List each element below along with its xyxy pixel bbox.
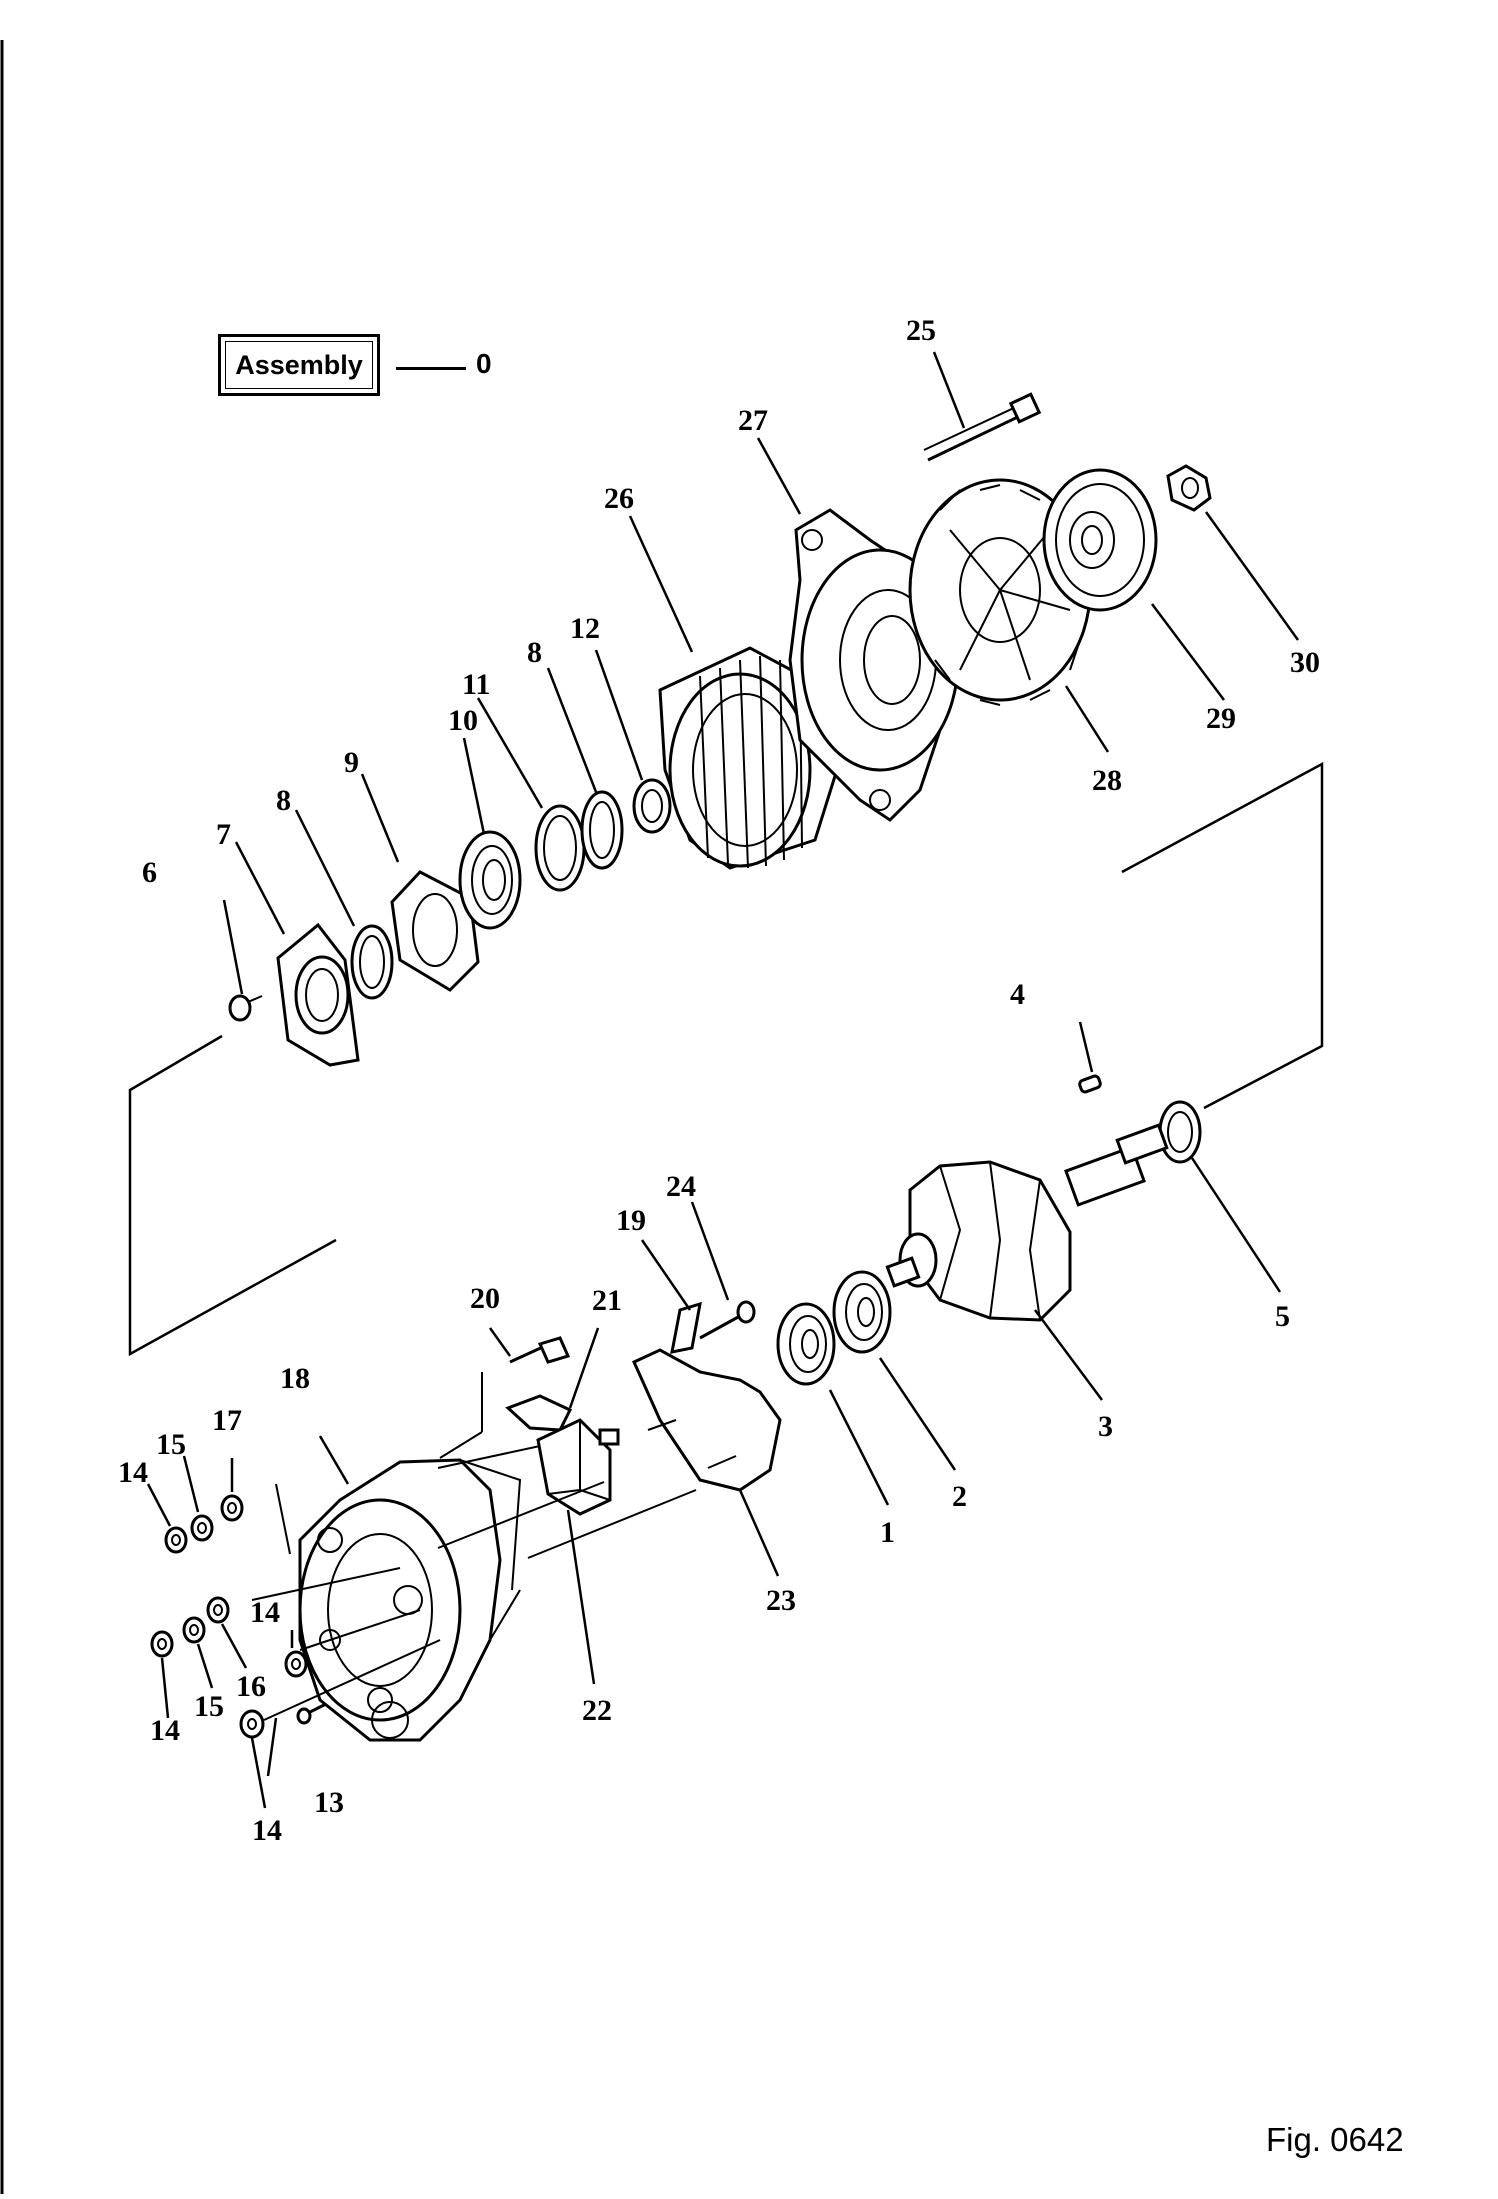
nut-part-14-b [150, 1630, 174, 1658]
plate-part-21 [505, 1394, 573, 1432]
callout-4: 4 [1010, 978, 1025, 1011]
callout-18: 18 [280, 1362, 310, 1395]
bearing-part-1 [776, 1302, 836, 1386]
rear-housing-part-18 [298, 1458, 522, 1742]
nut-part-14-c [284, 1650, 308, 1678]
assembly-label-box: Assembly [218, 334, 380, 396]
retainer-plate-part-7 [276, 922, 360, 1067]
callout-29: 29 [1206, 702, 1236, 735]
callout-14-a: 14 [118, 1456, 148, 1489]
callout-22: 22 [582, 1694, 612, 1727]
callout-26: 26 [604, 482, 634, 515]
pulley-part-29 [1042, 468, 1158, 612]
brush-holder-plate-part-23 [632, 1348, 782, 1492]
callout-15-b: 15 [194, 1690, 224, 1723]
callout-numbers: 1 2 3 4 5 6 7 8 8 9 10 11 12 13 14 14 14… [118, 314, 1320, 1847]
key-part-4 [1078, 1074, 1102, 1094]
screw-part-20 [509, 1336, 571, 1364]
callout-27: 27 [738, 404, 768, 437]
assembly-label: Assembly [225, 341, 373, 389]
bearing-part-10 [458, 830, 522, 930]
nut-part-30 [1166, 464, 1212, 512]
terminal-clip-part-19 [670, 1301, 702, 1354]
callout-13: 13 [314, 1786, 344, 1819]
callout-8-right: 8 [527, 636, 542, 669]
callout-14-c: 14 [150, 1714, 180, 1747]
through-bolt-part-25 [923, 392, 1042, 462]
callout-10: 10 [448, 704, 478, 737]
callout-7: 7 [216, 818, 231, 851]
collar-part-12 [632, 778, 672, 834]
figure-label: Fig. 0642 [1266, 2121, 1404, 2158]
bolt-part-6 [228, 994, 263, 1022]
callout-2: 2 [952, 1480, 967, 1513]
callout-6: 6 [142, 856, 157, 889]
spacer-part-5 [1158, 1100, 1202, 1164]
assembly-guide-lines [128, 761, 1324, 1721]
callout-24: 24 [666, 1170, 696, 1203]
callout-14-b: 14 [250, 1596, 280, 1629]
washer-part-15-b [182, 1616, 206, 1644]
callout-3: 3 [1098, 1410, 1113, 1443]
nut-part-14-a [164, 1526, 188, 1554]
bearing-part-2 [832, 1270, 892, 1354]
regulator-part-22 [536, 1418, 620, 1516]
callout-21: 21 [592, 1284, 622, 1317]
callout-28: 28 [1092, 764, 1122, 797]
callout-23: 23 [766, 1584, 796, 1617]
leader-lines [146, 351, 1300, 1809]
ring-part-8-left [350, 924, 394, 1000]
callout-5: 5 [1275, 1300, 1290, 1333]
assembly-dash [396, 367, 466, 370]
callout-15-a: 15 [156, 1428, 186, 1461]
washer-part-11 [534, 804, 586, 892]
nut-part-17 [220, 1494, 244, 1522]
callout-1: 1 [880, 1516, 895, 1549]
rotor-part-3 [885, 1123, 1169, 1322]
insulator-part-16 [206, 1596, 230, 1624]
callout-20: 20 [470, 1282, 500, 1315]
washer-part-15-a [190, 1514, 214, 1542]
callout-11: 11 [462, 668, 490, 701]
callout-17: 17 [212, 1404, 242, 1437]
cover-plate-part-9 [390, 870, 480, 992]
ring-part-8-right [580, 790, 624, 870]
callout-12: 12 [570, 612, 600, 645]
callout-25: 25 [906, 314, 936, 347]
callout-9: 9 [344, 746, 359, 779]
screw-part-13 [296, 1702, 327, 1725]
callout-8-left: 8 [276, 784, 291, 817]
callout-30: 30 [1290, 646, 1320, 679]
callout-19: 19 [616, 1204, 646, 1237]
assembly-number: 0 [476, 348, 492, 379]
nut-part-14-d [239, 1709, 265, 1739]
screw-part-24 [699, 1300, 756, 1340]
callout-16: 16 [236, 1670, 266, 1703]
callout-14-d: 14 [252, 1814, 282, 1847]
